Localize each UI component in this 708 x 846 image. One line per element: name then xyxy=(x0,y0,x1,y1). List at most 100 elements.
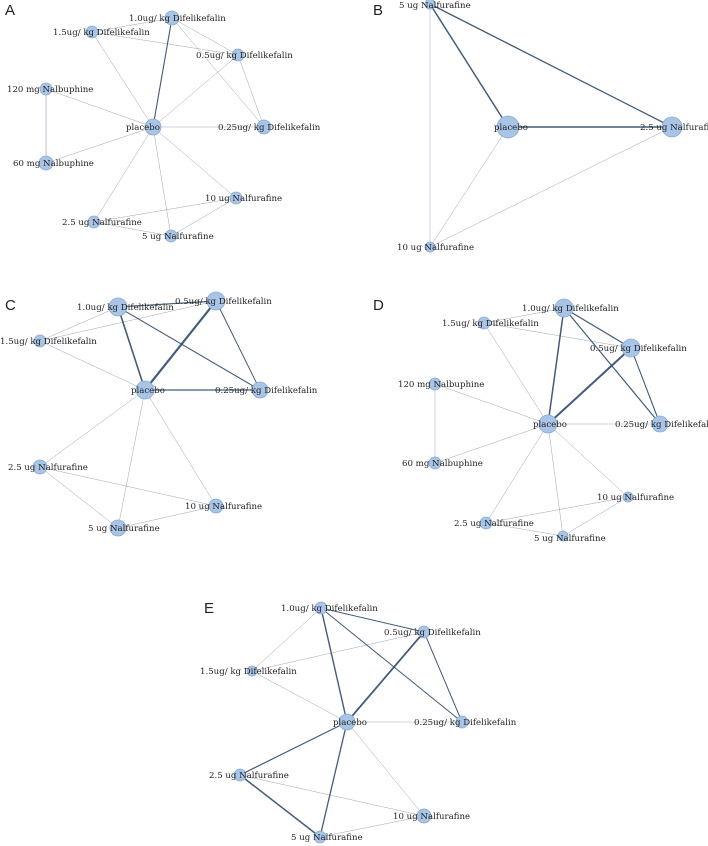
network-node xyxy=(428,377,442,391)
node-label: 120 mg Nalbuphine xyxy=(7,85,93,95)
network-edge xyxy=(423,631,463,723)
network-node xyxy=(496,115,520,139)
network-node xyxy=(661,116,683,138)
network-edge xyxy=(152,126,237,199)
network-edge xyxy=(485,496,629,524)
network-node xyxy=(416,808,432,824)
network-node xyxy=(455,715,469,729)
network-node xyxy=(32,459,48,475)
node-label: placebo xyxy=(533,420,567,430)
node-label: 0.25ug/ kg Difelikefalin xyxy=(414,718,517,728)
network-edge xyxy=(117,300,217,308)
node-label: 120 mg Nalbuphine xyxy=(398,380,484,390)
panel-letter: E xyxy=(204,600,214,617)
network-node xyxy=(554,298,574,318)
network-node xyxy=(164,229,178,243)
network-edge xyxy=(239,721,348,776)
network-node xyxy=(208,498,224,514)
node-label: 2.5 ug Nalfurafine xyxy=(209,771,289,781)
network-edge xyxy=(152,126,172,237)
node-label: 1.0ug/ kg Difelikefalin xyxy=(129,14,226,24)
edge-group xyxy=(434,307,661,537)
node-label: 1.5ug/ kg Difelikefalin xyxy=(53,28,150,38)
node-label: 60 mg Nalbuphine xyxy=(402,459,483,469)
node-label: 0.5ug/ kg Difelikefalin xyxy=(175,297,272,307)
node-label: 2.5 ug Nalfurafine xyxy=(640,123,708,133)
network-node xyxy=(246,665,258,677)
network-node xyxy=(144,118,162,136)
network-node xyxy=(39,82,53,96)
edge-group xyxy=(429,3,673,248)
node-label: placebo xyxy=(126,123,160,133)
network-node xyxy=(424,0,436,10)
network-edge xyxy=(483,322,632,349)
network-node xyxy=(424,241,436,253)
network-node xyxy=(229,191,243,205)
network-node xyxy=(233,768,247,782)
network-edge xyxy=(45,88,154,128)
network-edge xyxy=(319,815,425,838)
network-edge xyxy=(483,322,549,425)
network-edge xyxy=(429,126,509,248)
network-node xyxy=(87,215,101,229)
network-edge xyxy=(562,496,629,537)
network-node xyxy=(251,381,269,399)
network-edge xyxy=(630,347,661,425)
network-node xyxy=(164,10,180,26)
node-label: 10 ug Nalfurafine xyxy=(185,502,262,512)
node-label: 1.5ug/ kg Difelikefalin xyxy=(200,667,297,677)
network-node xyxy=(338,713,356,731)
node-label: 10 ug Nalfurafine xyxy=(393,812,470,822)
network-edge xyxy=(547,423,629,498)
network-edge xyxy=(39,466,119,529)
node-group xyxy=(233,601,469,844)
label-group: 1.0ug/ kg Difelikefalin 1.5ug/ kg Difelik… xyxy=(7,14,321,242)
network-node xyxy=(651,415,669,433)
node-label: 2.5 ug Nalfurafine xyxy=(62,218,142,228)
network-edge xyxy=(93,221,172,237)
node-label: 1.5ug/ kg Difelikefalin xyxy=(442,319,539,329)
edge-group xyxy=(39,300,261,529)
node-label: 2.5 ug Nalfurafine xyxy=(8,463,88,473)
network-edge xyxy=(144,389,217,507)
node-label: 0.5ug/ kg Difelikefalin xyxy=(384,628,481,638)
network-edge xyxy=(346,631,425,723)
network-edge xyxy=(144,300,217,391)
node-label: 1.0ug/ kg Difelikefalin xyxy=(77,303,174,313)
network-node xyxy=(314,601,328,615)
network-edge xyxy=(91,31,154,128)
network-node xyxy=(135,380,155,400)
network-edge xyxy=(429,126,673,248)
network-node xyxy=(417,625,431,639)
network-edge xyxy=(171,17,265,128)
network-node xyxy=(428,456,442,470)
network-edge xyxy=(320,607,425,633)
network-node xyxy=(313,830,327,844)
network-edge xyxy=(117,389,146,529)
node-label: 10 ug Nalfurafine xyxy=(397,243,474,253)
node-label: 60 mg Nalbuphine xyxy=(13,159,94,169)
node-label: 0.5ug/ kg Difelikefalin xyxy=(196,51,293,61)
network-edge xyxy=(563,307,632,349)
node-label: 0.25ug/ kg Difelikefalin xyxy=(615,420,708,430)
node-label: 1.5ug/ kg Difelikefalin xyxy=(0,337,97,347)
node-label: 5 ug Nalfurafine xyxy=(399,1,471,11)
network-edge xyxy=(251,670,348,723)
network-edge xyxy=(39,466,217,507)
network-node xyxy=(109,519,127,537)
network-edge xyxy=(215,300,261,391)
network-edge xyxy=(239,774,425,817)
network-edge xyxy=(91,17,173,33)
edge-group xyxy=(45,17,265,237)
node-label: placebo xyxy=(131,386,165,396)
node-group xyxy=(428,298,669,542)
network-edge xyxy=(39,306,119,342)
